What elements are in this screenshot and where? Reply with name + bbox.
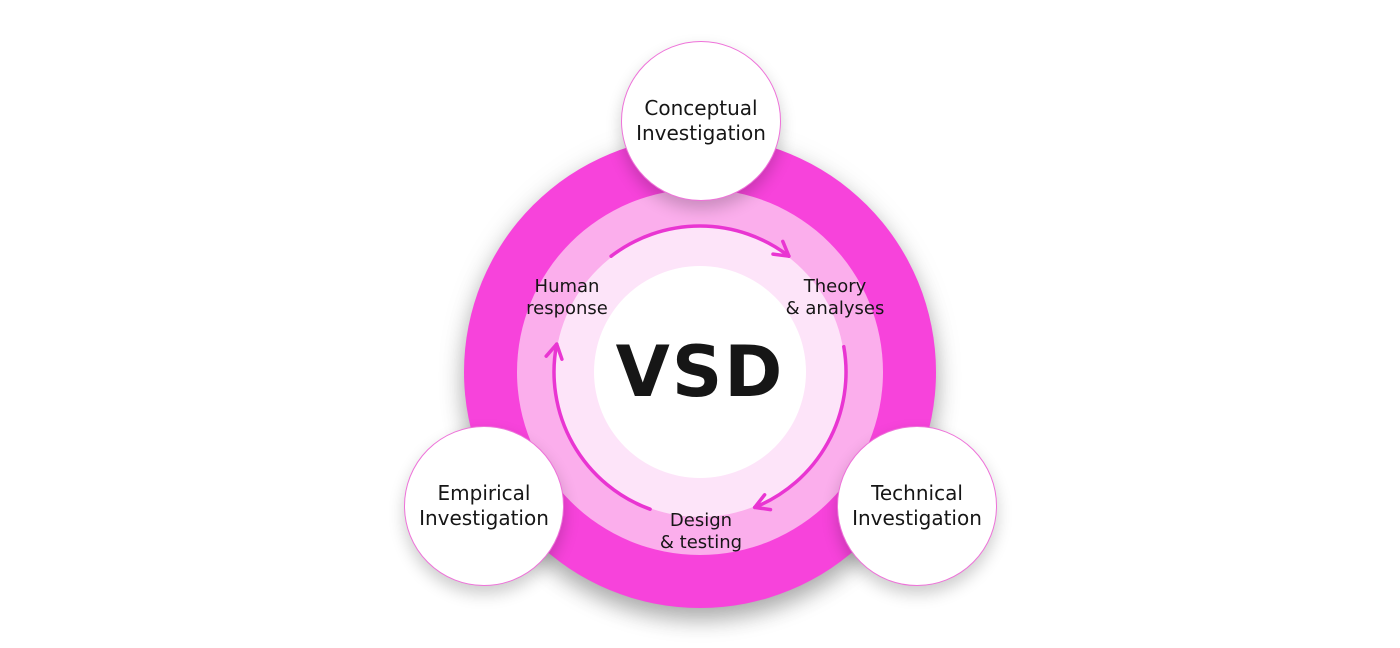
node-label: Empirical Investigation [419,481,549,531]
node-label-line: Empirical [437,481,531,505]
node-technical-investigation: Technical Investigation [837,426,997,586]
node-conceptual-investigation: Conceptual Investigation [621,41,781,201]
node-empirical-investigation: Empirical Investigation [404,426,564,586]
node-label: Conceptual Investigation [636,96,766,146]
cycle-label-line: response [526,298,608,319]
cycle-label-design-testing: Design & testing [660,510,742,554]
cycle-label-line: Human [534,276,600,297]
cycle-label-human-response: Human response [526,276,608,320]
center-title: VSD [615,331,785,413]
node-label-line: Technical [871,481,963,505]
node-label: Technical Investigation [852,481,982,531]
node-label-line: Investigation [852,506,982,530]
cycle-label-theory-analyses: Theory & analyses [786,276,885,320]
node-label-line: Conceptual [644,96,758,120]
cycle-label-line: Design [669,510,733,531]
cycle-label-line: Theory [803,276,867,297]
node-label-line: Investigation [419,506,549,530]
node-label-line: Investigation [636,121,766,145]
cycle-label-line: & testing [659,532,743,553]
cycle-label-line: & analyses [785,298,885,319]
